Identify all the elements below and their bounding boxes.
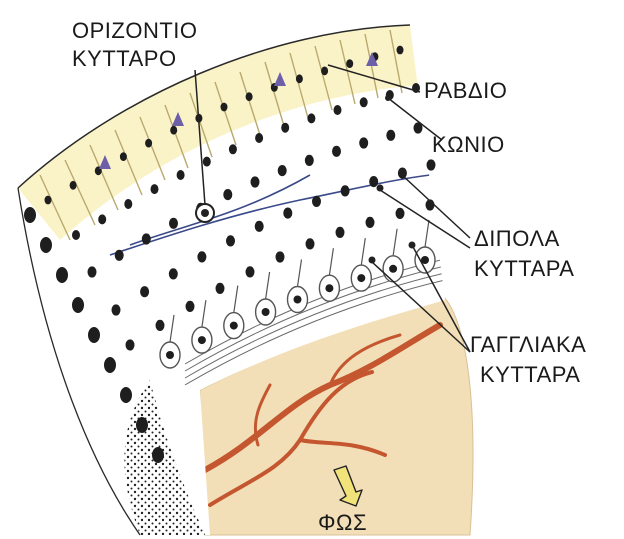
label-ganglion-cells-line2: ΚΥΤΤΑΡΑ (480, 362, 580, 387)
cell-nucleus (366, 217, 375, 228)
cell-nucleus (216, 283, 225, 294)
cell-nucleus (221, 103, 228, 112)
cell-nucleus (169, 268, 178, 279)
cell-nucleus (386, 130, 395, 141)
ganglion-nucleus (230, 322, 238, 330)
cell-nucleus (332, 146, 341, 157)
cell-nucleus (226, 235, 235, 246)
cell-nucleus (120, 387, 132, 403)
cell-nucleus (104, 357, 116, 373)
ganglion-nucleus (198, 336, 206, 344)
cell-nucleus (246, 92, 253, 101)
cell-nucleus (98, 214, 106, 224)
label-ganglion-cells-line1: ΓΑΓΓΛΙΑΚΑ (470, 332, 586, 357)
cell-nucleus (341, 185, 350, 196)
cell-nucleus (336, 227, 345, 238)
cell-nucleus (278, 165, 287, 176)
cell-nucleus (72, 297, 84, 313)
cell-nucleus (255, 133, 263, 143)
cell-nucleus (296, 74, 303, 83)
cell-nucleus (312, 196, 321, 207)
cell-nucleus (177, 170, 185, 180)
label-bipolar-cells-line2: ΚΥΤΤΑΡΑ (474, 256, 574, 281)
cell-nucleus (88, 266, 97, 277)
cell-nucleus (45, 196, 52, 205)
cell-nucleus (255, 221, 264, 232)
horizontal-cell (196, 204, 214, 222)
cell-nucleus (397, 46, 404, 55)
cell-nucleus (283, 208, 292, 219)
ganglion-nucleus (325, 284, 333, 292)
cell-nucleus (223, 189, 232, 200)
cell-nucleus (276, 251, 285, 262)
cell-nucleus (321, 67, 328, 76)
ganglion-nucleus (294, 296, 302, 304)
cell-nucleus (170, 126, 177, 135)
cell-nucleus (156, 320, 165, 331)
cell-nucleus (396, 208, 405, 219)
cell-nucleus (124, 199, 132, 209)
cell-nucleus (186, 301, 195, 312)
cell-nucleus (126, 339, 135, 350)
ganglion-nucleus (262, 308, 270, 316)
cell-nucleus (246, 266, 255, 277)
cell-nucleus (197, 251, 206, 262)
cell-nucleus (305, 155, 314, 166)
cell-nucleus (70, 181, 77, 190)
cell-nucleus (145, 139, 152, 148)
cell-nucleus (346, 59, 353, 68)
cell-nucleus (56, 267, 68, 283)
cell-nucleus (360, 97, 368, 107)
cell-nucleus (169, 218, 178, 229)
cell-nucleus (120, 152, 127, 161)
label-horizontal-cell-line2: ΚΥΤΤΑΡΟ (72, 46, 177, 71)
cell-nucleus (307, 113, 315, 123)
label-rod: ΡΑΒΔΙΟ (424, 78, 507, 103)
label-bipolar-cells-line1: ΔΙΠΟΛΑ (474, 226, 560, 251)
cell-nucleus (334, 105, 342, 115)
cell-nucleus (140, 286, 149, 297)
cell-nucleus (24, 207, 36, 223)
cell-nucleus (40, 237, 52, 253)
ganglion-nucleus (357, 274, 365, 282)
cell-nucleus (115, 250, 124, 261)
ganglion-nucleus (166, 351, 174, 359)
cell-nucleus (229, 144, 237, 154)
cell-nucleus (88, 327, 100, 343)
cell-nucleus (281, 123, 289, 133)
cell-nucleus (306, 238, 315, 249)
cell-nucleus (112, 304, 121, 315)
label-light: ΦΩΣ (318, 510, 367, 535)
cell-nucleus (151, 184, 159, 194)
cell-nucleus (427, 159, 436, 170)
cell-nucleus (152, 447, 164, 463)
cell-nucleus (359, 137, 368, 148)
cell-nucleus (203, 157, 211, 167)
label-horizontal-cell-line1: ΟΡΙΖΟΝΤΙΟ (72, 18, 198, 43)
label-cone: ΚΩΝΙΟ (432, 132, 505, 157)
cell-nucleus (251, 176, 260, 187)
cell-nucleus (142, 233, 151, 244)
cell-nucleus (136, 417, 148, 433)
ganglion-nucleus (389, 265, 397, 273)
cell-nucleus (72, 230, 80, 240)
cell-nucleus (369, 176, 378, 187)
